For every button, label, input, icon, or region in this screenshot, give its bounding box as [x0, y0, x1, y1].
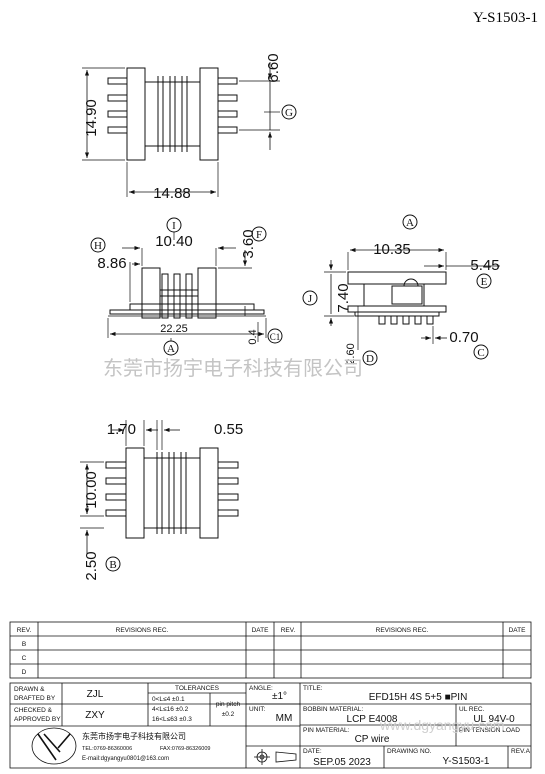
dim-front-pin-offset: 0.4 [247, 329, 259, 344]
drawing-no-label: DRAWING NO. [387, 748, 432, 755]
pin-tension-label: PIN TENSION LOAD [459, 727, 520, 734]
company-tel: TEL:0769-86360006 [82, 746, 132, 752]
angle-label: ANGLE: [249, 685, 273, 692]
callout-f: F [256, 229, 262, 241]
callout-h: H [94, 240, 102, 252]
dim-top-width: 14.88 [153, 185, 191, 202]
side-view [302, 214, 500, 366]
dim-front-span: 10.40 [155, 233, 193, 250]
checked-label-1: CHECKED & [14, 707, 53, 714]
title-block [9, 682, 532, 769]
dim-front-height: 3.60 [240, 229, 257, 258]
rev-header-date-2: DATE [509, 627, 527, 634]
dim-bottom-height: 10.00 [83, 471, 100, 509]
watermark-company: 东莞市扬宇电子科技有限公司 [103, 356, 363, 380]
drafted-label-1: DRAWN & [14, 686, 45, 693]
ul-label: UL REC. [459, 706, 485, 713]
dim-bottom-base: 2.50 [83, 551, 100, 580]
date-value: SEP.05 2023 [313, 757, 371, 768]
rev-header-rev: REV. [17, 627, 32, 634]
rev-row-b: B [22, 641, 26, 648]
callout-i: I [172, 220, 176, 232]
callout-j: J [308, 293, 313, 305]
rev-header-date: DATE [252, 627, 270, 634]
callout-c: C [477, 347, 484, 359]
dim-top-pitch: 6.60 [265, 53, 282, 82]
front-view [90, 217, 283, 356]
tol-row-3: 16<L≤63 ±0.3 [152, 716, 192, 723]
tol-row-2: 4<L≤16 ±0.2 [152, 706, 189, 713]
dim-front-inner: 8.86 [97, 255, 126, 272]
bobbin-value: LCP E4008 [347, 714, 398, 725]
rev-header-rec: REVISIONS REC. [116, 627, 169, 634]
watermark-url: www.dgyangyu.com [379, 717, 505, 733]
callout-d: D [366, 353, 374, 365]
callout-c1: C1 [270, 332, 281, 342]
pin-pitch: ±0.2 [222, 711, 235, 718]
dim-side-right: 5.45 [470, 257, 499, 274]
company-name: 东莞市扬宇电子科技有限公司 [82, 731, 186, 741]
title-label: TITLE: [303, 685, 323, 692]
dim-front-overall: 22.25 [160, 323, 188, 335]
drawing-no-value: Y-S1503-1 [443, 756, 490, 767]
revision-table [9, 621, 532, 679]
dim-bottom-right: 0.55 [214, 421, 243, 438]
rev-label: REV.A [511, 748, 531, 755]
dim-bottom-left: 1.70 [107, 421, 136, 438]
company-fax: FAX:0769-86326009 [160, 746, 210, 752]
drafted-by: ZJL [87, 689, 104, 700]
pin-material-value: CP wire [355, 734, 390, 745]
dim-side-bottom: 2.60 [345, 343, 357, 364]
top-view [82, 62, 297, 197]
rev-header-rev-2: REV. [281, 627, 296, 634]
dim-top-height: 14.90 [83, 99, 100, 137]
callout-a-side: A [406, 217, 414, 229]
bobbin-label: BOBBIN MATERIAL: [303, 706, 363, 713]
drafted-label-2: DRAFTED BY [14, 695, 56, 702]
dim-side-span: 10.35 [373, 241, 411, 258]
drawing-id: Y-S1503-1 [473, 10, 538, 26]
unit-value: MM [276, 713, 293, 724]
ul-value: UL 94V-0 [473, 714, 515, 725]
dim-side-height: 7.40 [335, 283, 352, 312]
rev-row-d: D [22, 669, 27, 676]
pin-material-label: PIN MATERIAL: [303, 727, 350, 734]
callout-g: G [285, 107, 293, 119]
rev-header-rec-2: REVISIONS REC. [376, 627, 429, 634]
date-label: DATE: [303, 748, 322, 755]
checked-label-2: APPROVED BY [14, 716, 61, 723]
rev-row-c: C [22, 655, 27, 662]
angle-value: ±1° [272, 691, 287, 702]
unit-label: UNIT: [249, 706, 265, 713]
bottom-view [80, 420, 239, 572]
tol-row-1: 0<L≤4 ±0.1 [152, 696, 185, 703]
pin-pitch-label: pin pitch [216, 701, 241, 708]
title-value: EFD15H 4S 5+5 ■PIN [369, 692, 468, 703]
dim-side-pin: 0.70 [449, 329, 478, 346]
callout-b: B [109, 559, 116, 571]
company-email: E-mail:dgyangyu0801@163.com [82, 756, 169, 762]
checked-by: ZXY [85, 710, 105, 721]
callout-a-front: A [167, 343, 175, 355]
callout-e: E [481, 276, 488, 288]
tolerances-label: TOLERANCES [175, 685, 220, 692]
